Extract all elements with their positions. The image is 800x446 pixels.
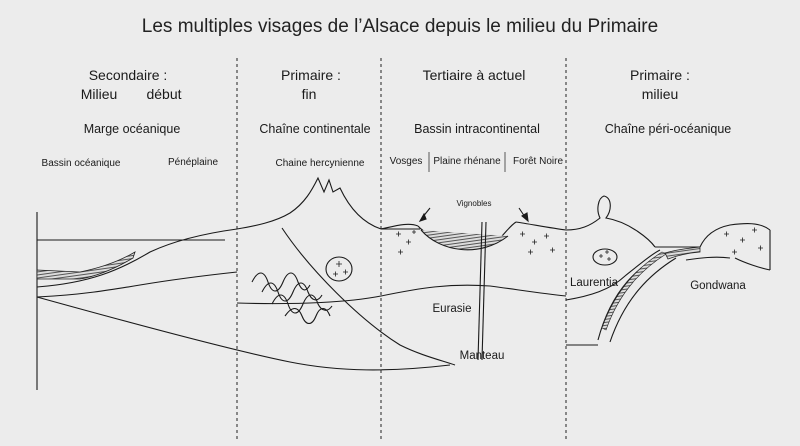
hercynian-mountain	[236, 176, 382, 230]
vosges-shoulder	[380, 223, 419, 230]
panel4-heading-line1: Primaire :	[630, 67, 690, 83]
panel3-sub-vosges: Vosges	[389, 156, 423, 167]
sublabel-dividers	[428, 152, 506, 172]
panel1-setting: Marge océanique	[83, 122, 181, 136]
ocean-crust-base	[36, 271, 238, 298]
annotation-vignobles: Vignobles	[456, 199, 492, 208]
ocean-crust-top	[36, 228, 238, 288]
label-gondwana: Gondwana	[690, 280, 746, 292]
fold-4	[284, 307, 331, 325]
lithosphere-base	[36, 296, 451, 371]
panel4-setting: Chaîne péri-océanique	[604, 122, 732, 136]
hercynian-root	[281, 227, 456, 366]
slab-base	[609, 257, 677, 343]
panel2-heading-line1: Primaire :	[281, 67, 341, 83]
panel1-heading-line2a: Milieu	[80, 86, 118, 102]
gondwana-relief	[699, 223, 771, 248]
label-manteau: Manteau	[459, 350, 505, 362]
panel3-heading-line1: Tertiaire à actuel	[422, 67, 526, 83]
panel1-sub-left: Bassin océanique	[41, 158, 121, 169]
geology-outlines	[36, 176, 771, 390]
diagram-title: Les multiples visages de l’Alsace depuis…	[141, 16, 659, 37]
panel2-sub: Chaine hercynienne	[275, 158, 365, 169]
pluton-laurentia	[592, 248, 618, 266]
moho-line	[236, 284, 567, 305]
pluton-hercynian	[325, 256, 353, 282]
panel2-heading-line2: fin	[301, 86, 317, 102]
graben-fault-a	[477, 221, 483, 361]
label-eurasie: Eurasie	[432, 303, 472, 315]
sediment-hatching	[36, 246, 701, 331]
granite-crosses	[333, 227, 763, 277]
panel3-setting: Bassin intracontinental	[414, 122, 540, 136]
panel1-heading-line2b: début	[146, 86, 182, 102]
panel3-sub-foret: Forêt Noire	[512, 156, 564, 167]
panel-separators	[236, 58, 567, 440]
fold-2	[261, 282, 323, 302]
slab-top	[597, 252, 666, 341]
panel2-setting: Chaîne continentale	[259, 122, 371, 136]
fold-1	[251, 272, 311, 292]
graben-fault-b	[481, 221, 487, 361]
graben-sediments	[420, 229, 509, 251]
laurentia-relief	[565, 195, 656, 248]
panel1-heading-line1: Secondaire :	[88, 67, 168, 83]
panel1-sub-right: Pénéplaine	[167, 157, 219, 168]
panel4-heading-line2: milieu	[641, 86, 679, 102]
label-laurentia: Laurentia	[570, 277, 618, 289]
black-forest-surface	[515, 221, 567, 231]
laurentia-base	[565, 249, 661, 301]
panel3-sub-plaine: Plaine rhénane	[433, 156, 501, 167]
